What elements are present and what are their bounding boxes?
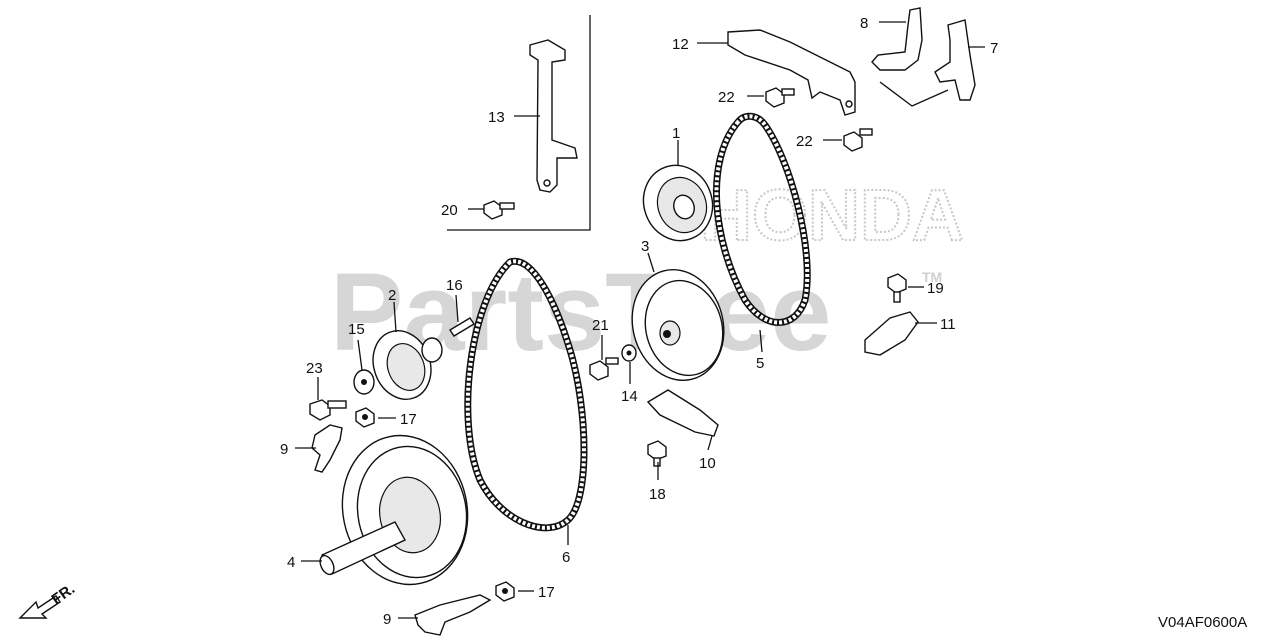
callout-17-lower: 17	[538, 584, 555, 601]
callout-6: 6	[562, 549, 570, 566]
callout-3: 3	[641, 238, 649, 255]
part-9-guide-b[interactable]	[414, 594, 492, 636]
part-23-bolt[interactable]	[309, 399, 347, 421]
part-20-bolt[interactable]	[483, 200, 515, 220]
callout-1: 1	[672, 125, 680, 142]
callout-13: 13	[488, 109, 505, 126]
part-16-key[interactable]	[449, 317, 475, 337]
part-4-pulley-shaft[interactable]	[317, 424, 481, 597]
callout-2: 2	[388, 287, 396, 304]
part-21-bolt[interactable]	[589, 357, 619, 381]
part-17-nut-b[interactable]	[495, 581, 515, 602]
part-7-bracket[interactable]	[934, 19, 976, 101]
callout-14: 14	[621, 388, 638, 405]
part-1-pulley[interactable]	[633, 156, 723, 251]
part-17-nut-a[interactable]	[355, 407, 375, 428]
callout-7: 7	[990, 40, 998, 57]
part-10-guard[interactable]	[646, 389, 719, 437]
front-direction-arrow: FR.	[18, 580, 78, 619]
part-19-bolt[interactable]	[887, 273, 907, 303]
part-14-washer[interactable]	[621, 344, 637, 362]
part-22-bolt-b[interactable]	[843, 128, 873, 152]
part-12-bracket[interactable]	[727, 29, 856, 116]
callout-22-lower: 22	[796, 133, 813, 150]
callout-23: 23	[306, 360, 323, 377]
callout-18: 18	[649, 486, 666, 503]
part-2-pulley[interactable]	[364, 323, 443, 408]
callout-15: 15	[348, 321, 365, 338]
callout-8: 8	[860, 15, 868, 32]
part-11-plate[interactable]	[864, 311, 919, 356]
part-13-bracket[interactable]	[529, 39, 578, 193]
callout-9-upper: 9	[280, 441, 288, 458]
trademark-mark: TM	[922, 269, 942, 285]
part-18-bolt[interactable]	[647, 440, 667, 467]
bolt-ref-line	[879, 81, 949, 107]
callout-10: 10	[699, 455, 716, 472]
callout-17-upper: 17	[400, 411, 417, 428]
leader-lines	[295, 21, 985, 619]
callout-11: 11	[940, 316, 956, 333]
callout-5: 5	[756, 355, 764, 372]
part-15-washer[interactable]	[353, 369, 375, 395]
callout-9-lower: 9	[383, 611, 391, 628]
callout-12: 12	[672, 36, 689, 53]
part-9-guide-a[interactable]	[311, 424, 343, 473]
honda-watermark: HONDA	[700, 176, 964, 256]
part-6-belt[interactable]	[464, 257, 588, 532]
inset-frame	[447, 15, 591, 231]
callout-21: 21	[592, 317, 609, 334]
part-3-pulley[interactable]	[620, 259, 736, 390]
part-22-bolt-a[interactable]	[765, 87, 795, 108]
part-8-bracket[interactable]	[871, 7, 923, 71]
diagram-code: V04AF0600A	[1158, 614, 1247, 631]
callout-19: 19	[927, 280, 944, 297]
part-5-belt[interactable]	[713, 112, 811, 326]
callout-20: 20	[441, 202, 458, 219]
callout-4: 4	[287, 554, 295, 571]
callout-22-upper: 22	[718, 89, 735, 106]
callout-16: 16	[446, 277, 463, 294]
